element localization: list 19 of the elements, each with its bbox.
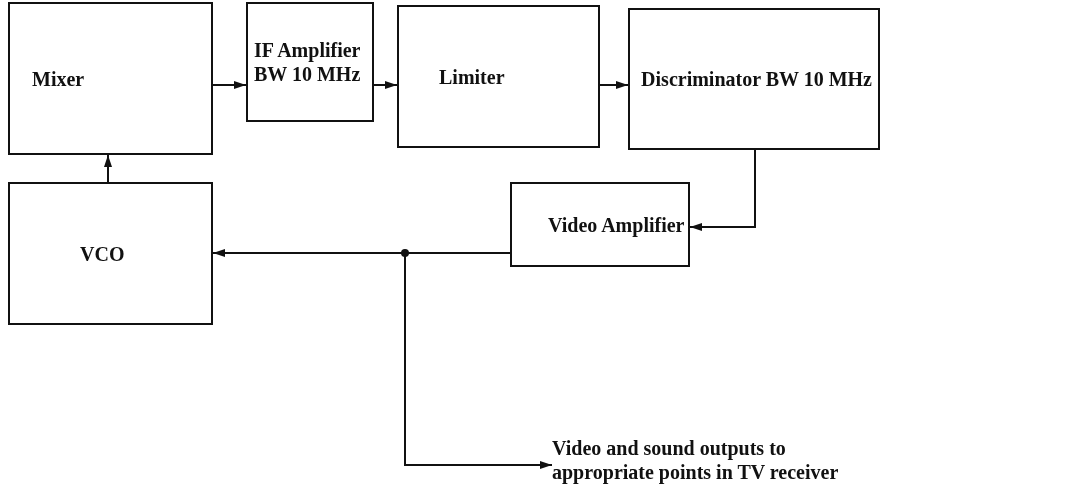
block-box — [246, 2, 374, 122]
block-label: Discriminator BW 10 MHz — [641, 67, 872, 91]
block-box — [397, 5, 600, 148]
block-label: Mixer — [32, 66, 85, 91]
block-box — [8, 182, 213, 325]
block-box — [628, 8, 880, 150]
block-label: Video and sound outputs to appropriate points in TV receiver — [552, 436, 840, 484]
arrow — [689, 149, 756, 231]
block-label: Limiter — [439, 64, 505, 89]
block-label: Video Amplifier — [548, 212, 685, 237]
arrow — [212, 81, 247, 89]
block-box — [8, 2, 213, 155]
arrow — [104, 154, 112, 183]
arrow — [404, 252, 553, 469]
block-label: IF Amplifier BW 10 MHz — [254, 38, 362, 86]
block-box — [510, 182, 690, 267]
arrow — [373, 81, 398, 89]
arrow — [599, 81, 629, 89]
block-label: VCO — [80, 241, 125, 266]
